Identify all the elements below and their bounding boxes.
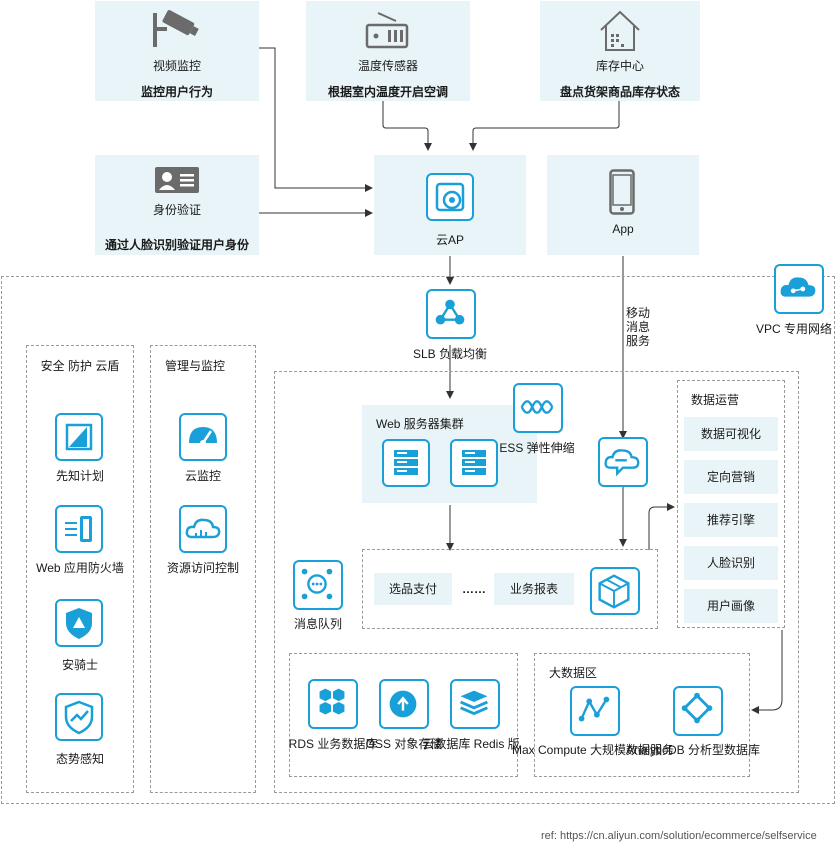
recommendation-engine-item: 推荐引擎 xyxy=(684,503,778,537)
management-group-title: 管理与监控 xyxy=(164,359,225,373)
app-card: App xyxy=(547,155,699,255)
xianzhi-label: 先知计划 xyxy=(55,469,104,483)
id-card-icon xyxy=(155,167,199,193)
xianzhi-icon xyxy=(55,413,103,461)
video-monitor-title: 视频监控 xyxy=(152,59,201,73)
storage-group xyxy=(289,653,518,777)
redis-icon xyxy=(450,679,500,729)
cloud-monitor-icon xyxy=(179,413,227,461)
identity-verify-title: 身份验证 xyxy=(152,203,201,217)
waf-icon xyxy=(55,505,103,553)
app-services-group xyxy=(362,549,658,629)
temp-sensor-title: 温度传感器 xyxy=(357,59,418,73)
app-title: App xyxy=(612,222,634,236)
slb-label: SLB 负载均衡 xyxy=(412,347,488,361)
web-cluster-title: Web 服务器集群 xyxy=(376,417,464,431)
user-profile-item: 用户画像 xyxy=(684,589,778,623)
temp-sensor-card: 温度传感器 根据室内温度开启空调 xyxy=(306,1,470,101)
mobile-message-service-label: 移动 消息 服务 xyxy=(626,306,651,348)
inventory-center-title: 库存中心 xyxy=(595,59,644,73)
payment-chip: 选品支付 xyxy=(374,573,452,605)
maxcompute-label: Max Compute 大规模数据服务 xyxy=(512,743,675,757)
video-monitor-desc: 监控用户行为 xyxy=(140,85,213,99)
mobile-message-icon xyxy=(598,437,648,487)
ram-icon xyxy=(179,505,227,553)
ram-label: 资源访问控制 xyxy=(166,561,239,575)
security-group-title: 安全 防护 云盾 xyxy=(40,359,120,373)
inventory-center-desc: 盘点货架商品库存状态 xyxy=(559,85,680,99)
smartphone-icon xyxy=(609,169,635,215)
bigdata-group xyxy=(534,653,750,777)
bigdata-title: 大数据区 xyxy=(549,666,598,680)
report-chip: 业务报表 xyxy=(494,573,574,605)
video-monitor-card: 视频监控 监控用户行为 xyxy=(95,1,259,101)
aegis-label: 安骑士 xyxy=(61,658,98,672)
analyticdb-icon xyxy=(673,686,723,736)
rds-icon xyxy=(308,679,358,729)
message-queue-label: 消息队列 xyxy=(293,617,342,631)
server-icon xyxy=(382,439,430,487)
service-area xyxy=(274,371,799,793)
temp-sensor-desc: 根据室内温度开启空调 xyxy=(327,85,448,99)
identity-verify-card: 身份验证 通过人脸识别验证用户身份 xyxy=(95,155,259,255)
web-cluster-card: Web 服务器集群 xyxy=(362,405,537,503)
ess-label: ESS 弹性伸缩 xyxy=(499,441,575,455)
vpc-region xyxy=(1,276,835,804)
cloud-monitor-label: 云监控 xyxy=(184,469,221,483)
maxcompute-icon xyxy=(570,686,620,736)
redis-label: 云数据库 Redis 版 xyxy=(422,737,520,751)
server-icon xyxy=(450,439,498,487)
vpc-label: VPC 专用网络 xyxy=(755,322,832,336)
data-ops-group xyxy=(677,380,785,628)
cloud-ap-icon xyxy=(426,173,474,221)
data-ops-title: 数据运营 xyxy=(691,393,740,407)
warehouse-icon xyxy=(600,10,640,51)
message-queue-icon xyxy=(293,560,343,610)
waf-label: Web 应用防火墙 xyxy=(36,561,124,575)
reference-url: ref: https://cn.aliyun.com/solution/ecom… xyxy=(541,830,817,842)
data-visualization-item: 数据可视化 xyxy=(684,417,778,451)
ellipsis: …… xyxy=(462,582,486,596)
rds-label: RDS 业务数据库 xyxy=(288,737,378,751)
camera-icon xyxy=(153,10,199,47)
ess-icon xyxy=(513,383,563,433)
cloud-ap-card: 云AP xyxy=(374,155,526,255)
situation-awareness-icon xyxy=(55,693,103,741)
situation-awareness-label: 态势感知 xyxy=(55,752,104,766)
face-recognition-item: 人脸识别 xyxy=(684,546,778,580)
slb-icon xyxy=(426,289,476,339)
analyticdb-label: AnalyticDB 分析型数据库 xyxy=(625,743,761,757)
container-box-icon xyxy=(590,567,640,615)
cloud-ap-title: 云AP xyxy=(435,233,464,247)
management-group xyxy=(150,345,256,793)
vpc-cloud-icon xyxy=(774,264,824,314)
inventory-center-card: 库存中心 盘点货架商品库存状态 xyxy=(540,1,700,101)
thermostat-icon xyxy=(365,12,409,49)
oss-icon xyxy=(379,679,429,729)
aegis-icon xyxy=(55,599,103,647)
identity-verify-desc: 通过人脸识别验证用户身份 xyxy=(104,238,249,252)
security-group xyxy=(26,345,134,793)
targeted-marketing-item: 定向营销 xyxy=(684,460,778,494)
oss-label: OSS 对象存储 xyxy=(365,737,443,751)
